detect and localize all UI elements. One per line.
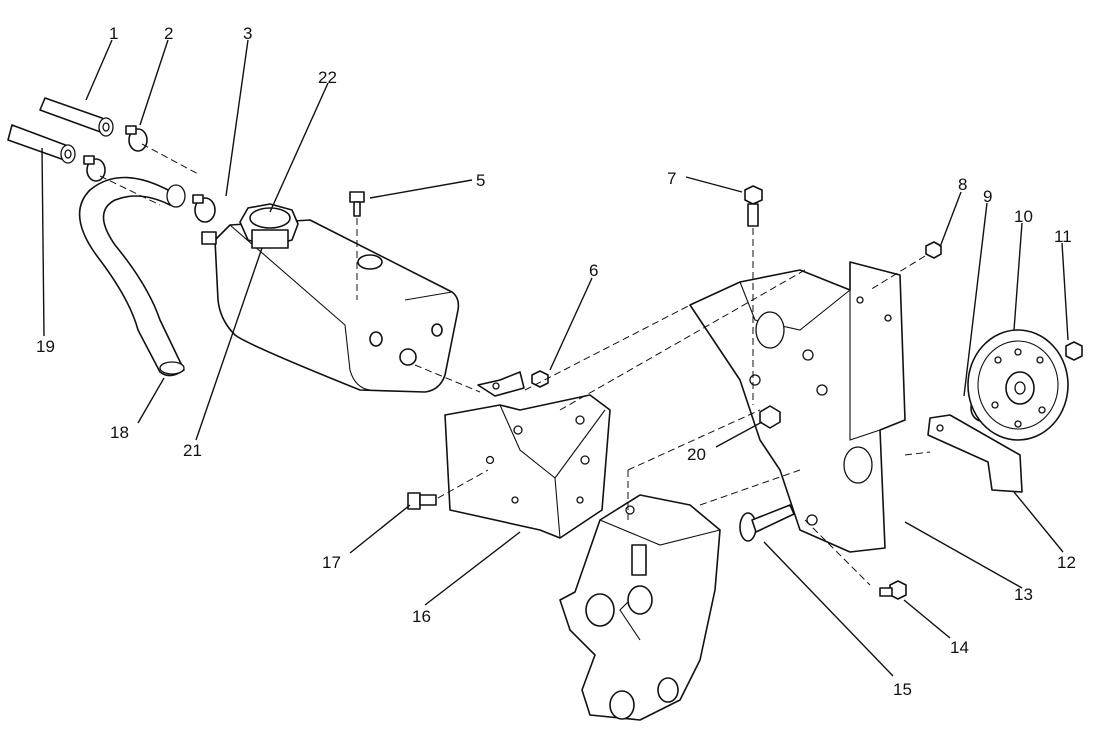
callout-13: 13 [1014,585,1033,604]
hose-clamp-lower [83,155,106,182]
callout-10: 10 [1014,207,1033,226]
mounting-bracket-16 [444,394,611,539]
callout-15: 15 [893,680,912,699]
carriage-bolt-15 [739,504,795,542]
coolant-reservoir [201,219,460,393]
callout-18: 18 [110,423,129,442]
callout-12: 12 [1057,553,1076,572]
callout-21: 21 [183,441,202,460]
callout-20: 20 [687,445,706,464]
callout-3: 3 [243,24,252,43]
callout-16: 16 [412,607,431,626]
nut-6 [531,370,549,388]
callout-1: 1 [109,24,118,43]
idler-arm-12 [927,414,1023,493]
radiator-cap-22 [239,203,299,249]
mounting-plate-13 [689,261,906,553]
nut-11 [1065,341,1083,361]
bolt-17 [407,492,437,510]
bolt-5 [349,191,365,217]
callout-22: 22 [318,68,337,87]
callout-6: 6 [589,261,598,280]
hose-clamp-2 [125,125,148,152]
leader-lines [41,39,1069,677]
nut-8 [925,241,942,259]
hose-1 [39,97,114,137]
callout-5: 5 [476,171,485,190]
clip-6 [477,371,525,397]
idler-pulley-10 [967,329,1069,441]
hose-18 [78,176,186,377]
bolt-7 [744,185,763,227]
hose-19 [7,124,76,164]
engine-block [559,494,721,721]
callout-19: 19 [36,337,55,356]
callout-7: 7 [667,169,676,188]
callout-9: 9 [983,187,992,206]
callout-2: 2 [164,24,173,43]
bolt-14 [879,580,907,600]
nut-20 [759,405,781,429]
callout-14: 14 [950,638,969,657]
callout-17: 17 [322,553,341,572]
callout-8: 8 [958,175,967,194]
callout-11: 11 [1054,227,1072,246]
hose-clamp-3 [192,194,216,223]
